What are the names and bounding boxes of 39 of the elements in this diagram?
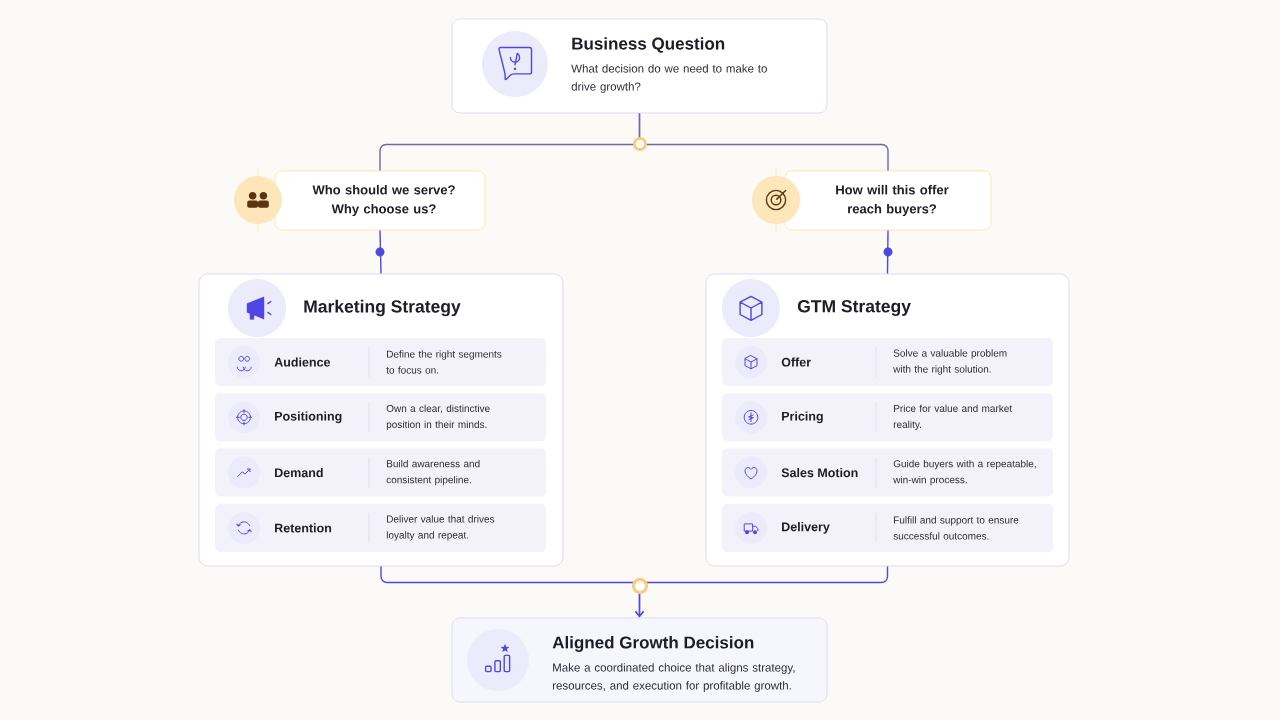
connector bbox=[886, 229, 889, 275]
row-text: Fulfill and support to ensure successful outcomes. bbox=[893, 516, 1019, 540]
row-label: Retention bbox=[275, 523, 332, 533]
question-text: Who should we serve? Why choose us? bbox=[312, 184, 455, 217]
row-label: Offer bbox=[781, 357, 811, 367]
row-label: Demand bbox=[275, 468, 323, 478]
card-text: What decision do we need to make to drive growth? bbox=[571, 64, 767, 93]
question-box bbox=[752, 167, 992, 234]
row-label: Pricing bbox=[782, 411, 823, 424]
row-text: Deliver value that drives loyalty and repeat. bbox=[386, 515, 495, 541]
panel-heading: Marketing Strategy bbox=[304, 299, 461, 317]
strategy-row bbox=[722, 338, 1053, 386]
strategy-row bbox=[215, 448, 546, 497]
row-label: Delivery bbox=[782, 522, 830, 534]
row-label: Audience bbox=[274, 357, 331, 367]
strategy-row bbox=[722, 448, 1053, 497]
row-label: Positioning bbox=[275, 411, 342, 424]
decision-card bbox=[451, 617, 828, 703]
row-text: Build awareness and consistent pipeline. bbox=[386, 459, 480, 486]
row-text: Define the right segments to focus on. bbox=[386, 350, 502, 374]
row-text: Price for value and market reality. bbox=[893, 404, 1013, 430]
row-text: Solve a valuable problem with the right solution. bbox=[893, 349, 1007, 375]
question-box bbox=[234, 167, 486, 234]
strategy-row bbox=[215, 338, 546, 386]
strategy-row bbox=[215, 393, 546, 442]
question-card bbox=[451, 18, 828, 114]
connector bbox=[379, 229, 382, 275]
strategy-row bbox=[215, 503, 546, 552]
card-text: Make a coordinated choice that aligns strategy, resources, and execution for profitable growth. bbox=[553, 663, 795, 692]
row-text: Own a clear, distinctive position in their minds. bbox=[386, 404, 490, 430]
row-text: Guide buyers with a repeatable, win-win process. bbox=[893, 459, 1036, 486]
panel-heading: GTM Strategy bbox=[797, 300, 911, 316]
connector bbox=[638, 112, 889, 172]
row-label: Sales Motion bbox=[781, 468, 858, 478]
strategy-row bbox=[722, 503, 1053, 552]
card-heading: Business Question bbox=[572, 37, 725, 53]
card-heading: Aligned Growth Decision bbox=[552, 636, 754, 652]
question-text: How will this offer reach buyers? bbox=[836, 184, 949, 217]
strategy-row bbox=[722, 393, 1053, 442]
